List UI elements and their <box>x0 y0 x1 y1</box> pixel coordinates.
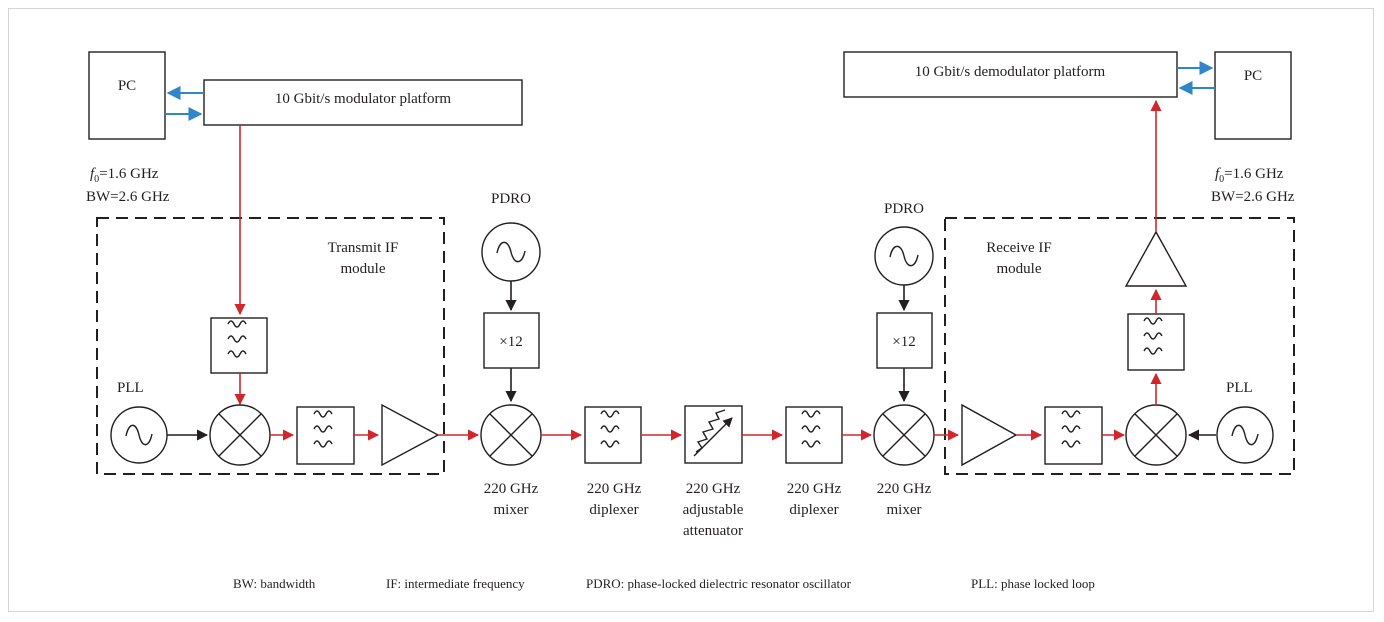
f0-right-symbol: f <box>1215 166 1221 182</box>
f0-left-symbol: f <box>90 166 96 182</box>
rf-mixer-right-icon <box>873 404 935 466</box>
legend-if: IF: intermediate frequency <box>386 576 525 591</box>
rx-amplifier-icon <box>961 403 1018 467</box>
modulator-platform-label: 10 Gbit/s modulator platform <box>275 91 452 107</box>
svg-text:220 GHz: 220 GHz <box>877 481 932 497</box>
legend-pdro: PDRO: phase-locked dielectric resonator … <box>586 576 852 591</box>
pdro-right-label: PDRO <box>884 201 924 217</box>
tx-if-mixer-icon <box>209 404 271 466</box>
mixer-left-caption: 220 GHz mixer <box>484 481 539 518</box>
pll-left-oscillator-icon <box>110 406 168 464</box>
svg-text:diplexer: diplexer <box>589 502 638 518</box>
multiplier-right-box <box>876 312 933 369</box>
diplexer-right-icon <box>785 406 843 464</box>
transmit-if-module-label-1: Transmit IF <box>328 240 399 256</box>
rx-if-filter-icon <box>1127 313 1185 371</box>
svg-text:adjustable: adjustable <box>683 502 744 518</box>
multiplier-right-label: ×12 <box>892 334 915 350</box>
pdro-left-oscillator-icon <box>481 222 541 282</box>
receive-if-module-label-1: Receive IF <box>986 240 1051 256</box>
adjustable-attenuator-icon <box>684 405 743 464</box>
svg-text:attenuator: attenuator <box>683 523 743 539</box>
modulator-platform-box <box>203 79 523 126</box>
rx-bandpass-filter-icon <box>1044 406 1103 465</box>
pc-right-label: PC <box>1244 68 1262 84</box>
f0-left-subscript: 0 <box>94 174 99 185</box>
rf-mixer-left-icon <box>480 404 542 466</box>
f0-right-label: f0=1.6 GHz <box>1215 166 1284 185</box>
demodulator-platform-label: 10 Gbit/s demodulator platform <box>915 64 1106 80</box>
rx-if-mixer-icon <box>1125 404 1187 466</box>
mixer-right-caption: 220 GHz mixer <box>877 481 932 518</box>
transmit-if-module-box <box>96 217 445 475</box>
f0-right-subscript: 0 <box>1219 174 1224 185</box>
f0-left-value: =1.6 GHz <box>99 166 159 182</box>
multiplier-left-label: ×12 <box>499 334 522 350</box>
pll-left-label: PLL <box>117 380 144 396</box>
receive-if-module-box <box>944 217 1295 475</box>
pc-left-label: PC <box>118 78 136 94</box>
pc-left-box <box>88 51 166 140</box>
diplexer-right-caption: 220 GHz diplexer <box>787 481 842 518</box>
f0-right-value: =1.6 GHz <box>1224 166 1284 182</box>
tx-amplifier-icon <box>381 403 440 467</box>
tx-if-filter-icon <box>210 317 268 374</box>
bw-right-label: BW=2.6 GHz <box>1211 189 1295 205</box>
diplexer-left-icon <box>584 406 642 464</box>
multiplier-left-box <box>483 312 540 369</box>
f0-left-label: f0=1.6 GHz <box>90 166 159 185</box>
pdro-left-label: PDRO <box>491 191 531 207</box>
pll-right-oscillator-icon <box>1216 406 1274 464</box>
svg-text:mixer: mixer <box>887 502 922 518</box>
svg-text:220 GHz: 220 GHz <box>686 481 741 497</box>
pll-right-label: PLL <box>1226 380 1253 396</box>
pc-right-box <box>1214 51 1292 140</box>
receive-if-module-label-2: module <box>997 261 1042 277</box>
legend-bw: BW: bandwidth <box>233 576 316 591</box>
transmit-if-module-label-2: module <box>341 261 386 277</box>
pdro-right-oscillator-icon <box>874 226 934 286</box>
tx-bandpass-filter-icon <box>296 406 355 465</box>
legend-pll: PLL: phase locked loop <box>971 576 1095 591</box>
svg-text:220 GHz: 220 GHz <box>484 481 539 497</box>
diplexer-left-caption: 220 GHz diplexer <box>587 481 642 518</box>
svg-text:mixer: mixer <box>494 502 529 518</box>
svg-text:220 GHz: 220 GHz <box>587 481 642 497</box>
svg-text:diplexer: diplexer <box>789 502 838 518</box>
bw-left-label: BW=2.6 GHz <box>86 189 170 205</box>
attenuator-caption: 220 GHz adjustable attenuator <box>683 481 744 539</box>
svg-text:220 GHz: 220 GHz <box>787 481 842 497</box>
demodulator-platform-box <box>843 51 1178 98</box>
rx-if-amplifier-icon <box>1124 230 1188 287</box>
